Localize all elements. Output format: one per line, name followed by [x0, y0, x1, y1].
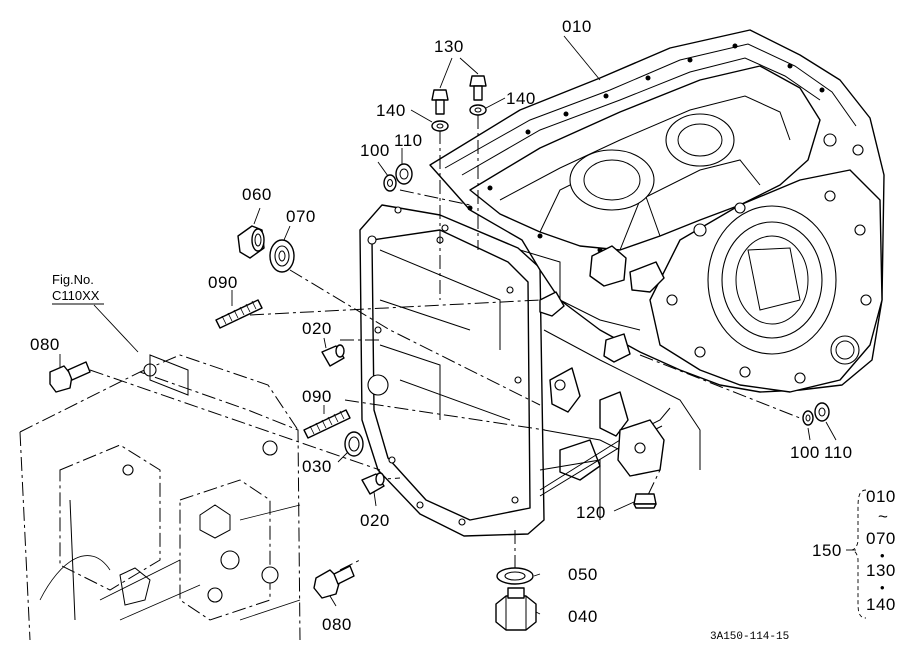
callout-080-lower: 080: [322, 615, 352, 634]
callout-020-upper: 020: [302, 319, 332, 338]
set-item-070: 070: [866, 529, 896, 548]
drawing-code: 3A150-114-15: [710, 631, 789, 643]
callout-070: 070: [286, 207, 316, 226]
bolt-080-left: [49, 361, 91, 393]
washer-nut-100-110-upper: [383, 163, 413, 192]
transmission-case: [429, 29, 885, 520]
drain-plug-040: [495, 587, 537, 631]
callout-110-upper: 110: [394, 131, 423, 150]
callout-130: 130: [434, 37, 464, 56]
set-item-010: 010: [866, 487, 896, 506]
gasket-050: [496, 567, 534, 585]
set-item-140: 140: [866, 595, 896, 614]
bolt-130: [431, 75, 487, 115]
front-plate-gasket: [359, 204, 545, 537]
callout-090-lower: 090: [302, 387, 332, 406]
stud-090-lower: [303, 409, 351, 439]
callout-120: 120: [576, 503, 606, 522]
set-item-130: 130: [866, 561, 896, 580]
set-range-mark: ~: [878, 507, 888, 526]
pin-020-upper: [321, 344, 345, 367]
bolt-080-lower: [313, 565, 355, 599]
washer-nut-100-110-lower: [802, 402, 830, 426]
washer-140: [431, 104, 487, 132]
fig-ref-code: C110XX: [52, 288, 100, 303]
seal-070: [269, 239, 295, 273]
callout-040: 040: [568, 607, 598, 626]
callout-100-lower: 100: [790, 443, 820, 462]
callout-010: 010: [562, 17, 592, 36]
assembly-lines: [89, 115, 806, 571]
callout-050: 050: [568, 565, 598, 584]
set-dot-mark: •: [880, 548, 885, 563]
set-group-label: 150: [812, 541, 842, 560]
plug-060: [237, 225, 265, 259]
callout-080-left: 080: [30, 335, 60, 354]
seal-030: [344, 431, 364, 457]
adjacent-housing-outline: [19, 354, 301, 641]
set-group-150: 150 010 ~ 070 • 130 • 140: [812, 487, 896, 619]
callout-labels: 010 130 140 140 100 110 060 070 Fig.No. …: [30, 17, 853, 634]
callout-140-right: 140: [506, 89, 536, 108]
stud-090-upper: [215, 299, 263, 329]
pin-020-lower: [361, 472, 385, 495]
set-dot-mark-2: •: [880, 580, 885, 595]
plug-120: [633, 493, 657, 509]
callout-140-left: 140: [376, 101, 406, 120]
callout-090-upper: 090: [208, 273, 238, 292]
callout-100-upper: 100: [360, 141, 390, 160]
callout-030: 030: [302, 457, 332, 476]
callout-110-lower: 110: [824, 443, 853, 462]
callout-060: 060: [242, 185, 272, 204]
fig-no-label: Fig.No.: [52, 272, 94, 287]
callout-020-lower: 020: [360, 511, 390, 530]
